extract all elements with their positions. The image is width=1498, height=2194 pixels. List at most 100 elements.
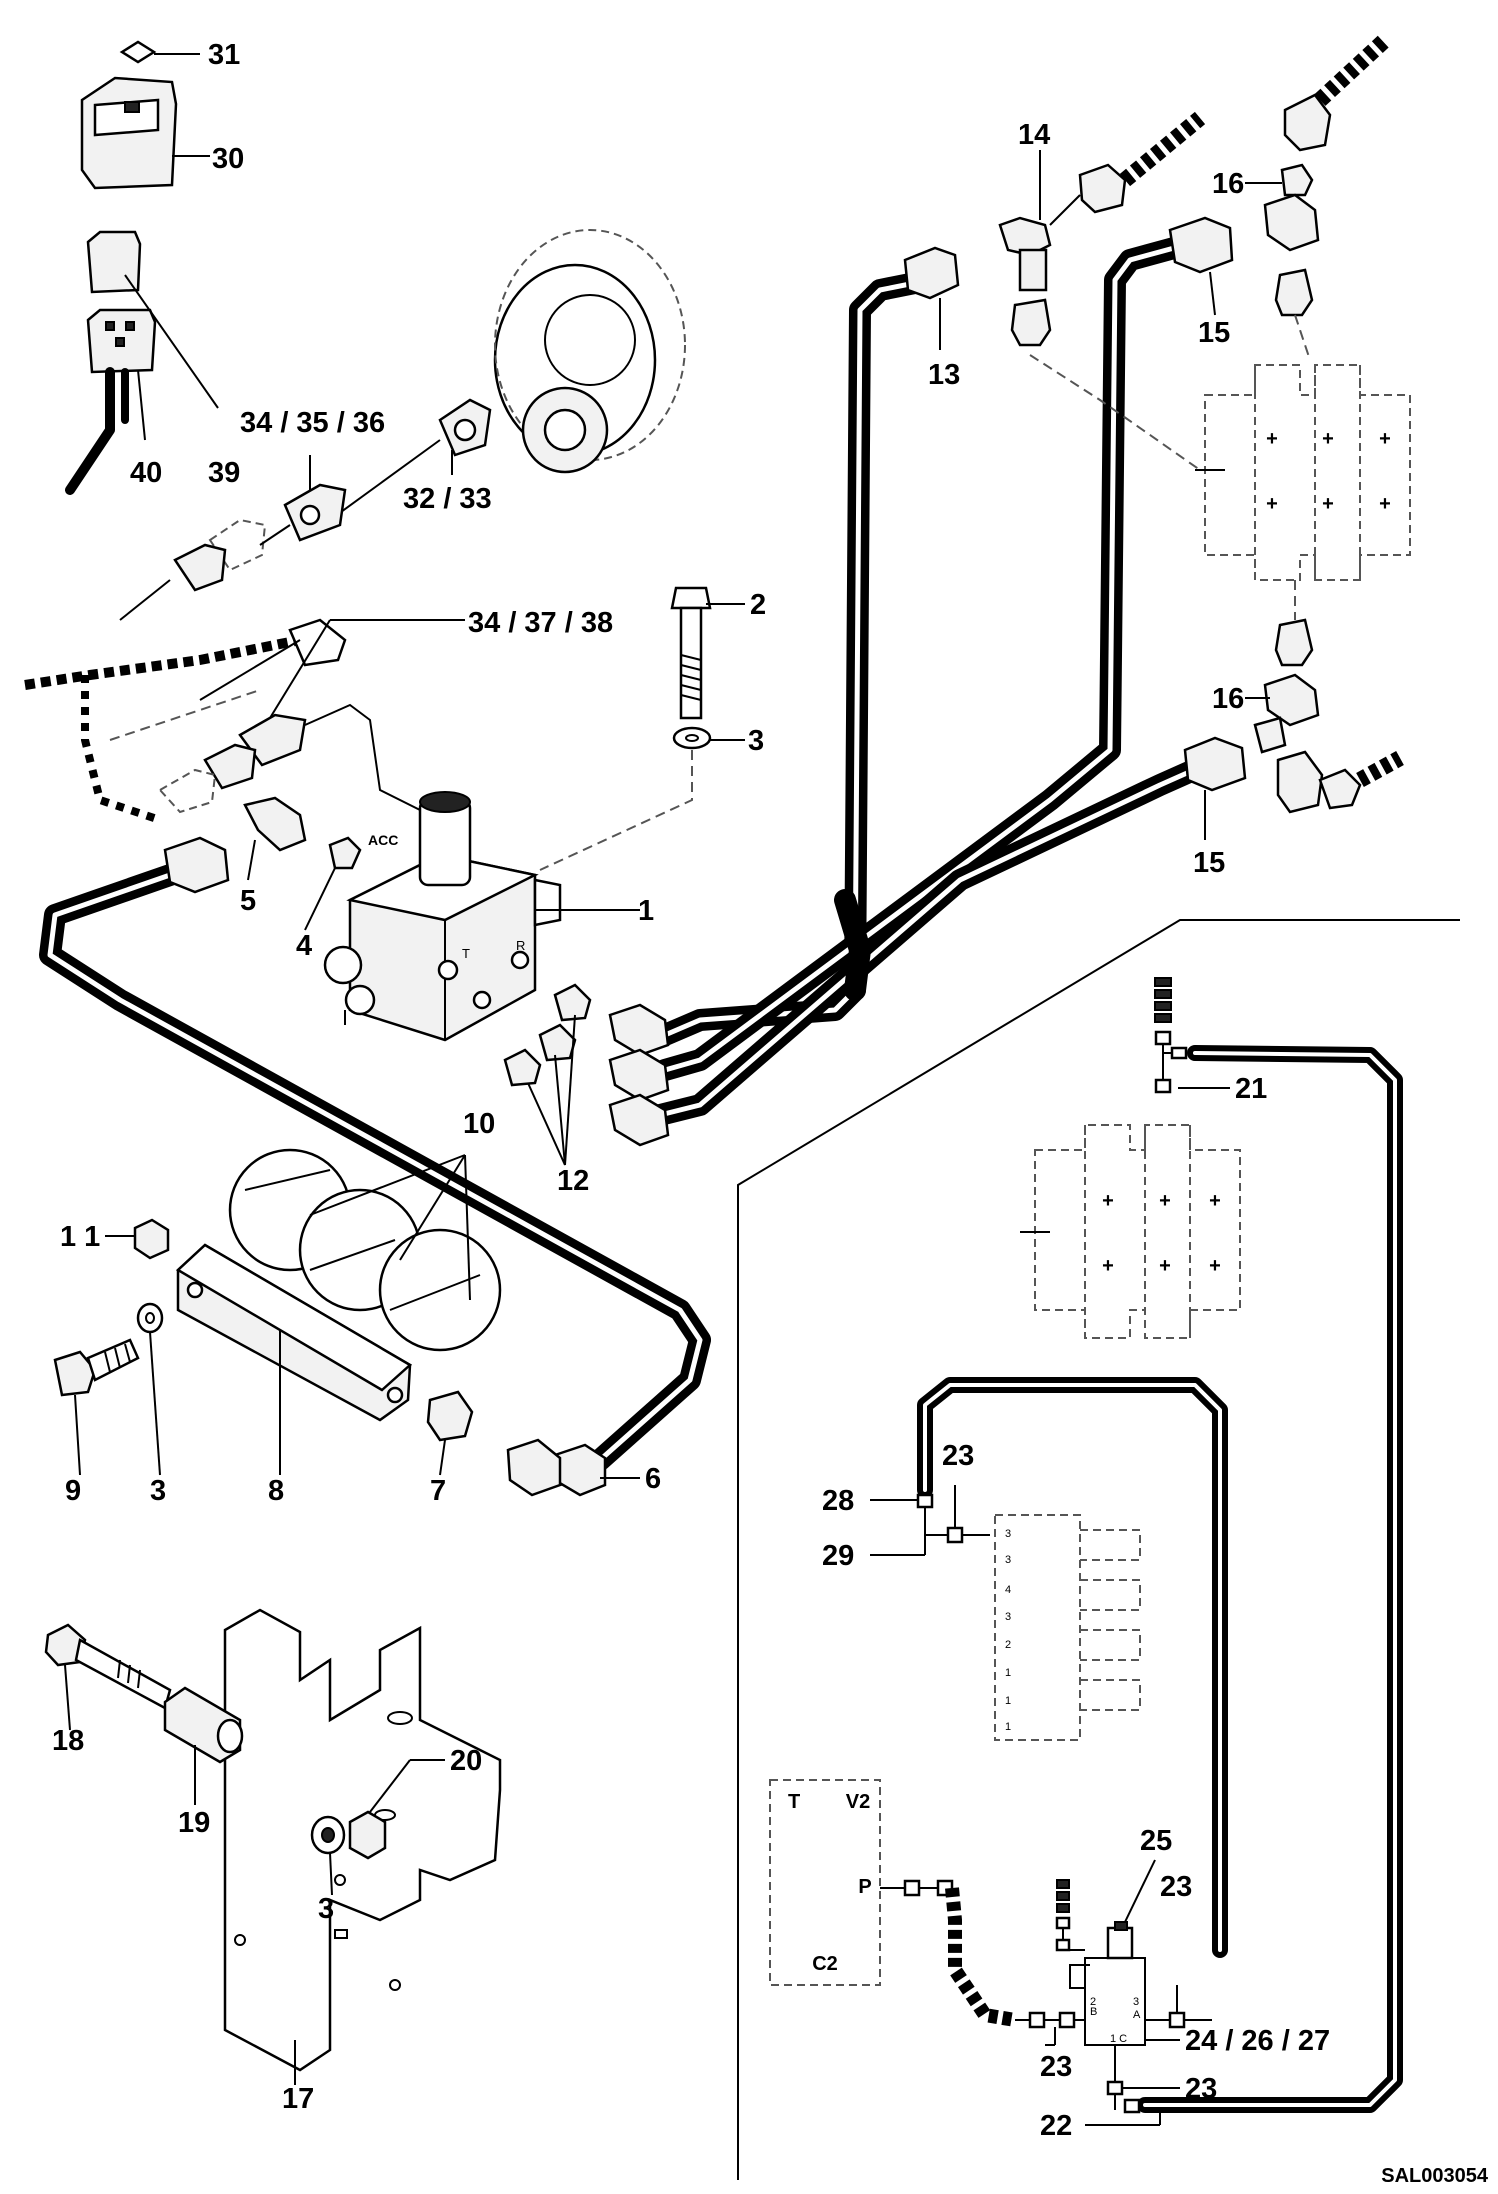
part-16-fittings-lower	[1245, 580, 1404, 814]
callout-12: 12	[557, 1165, 589, 1197]
callout-3-left: 3	[150, 1475, 166, 1507]
part-32-33-sensor	[329, 398, 492, 521]
callout-10: 10	[463, 1108, 495, 1140]
callout-17: 17	[282, 2083, 314, 2115]
drawing-code: SAL003054	[1381, 2165, 1489, 2187]
hose-15-upper	[654, 234, 1196, 1081]
svg-text:+: +	[1102, 1255, 1114, 1277]
schematic-hose-28	[917, 1377, 1228, 1958]
callout-13: 13	[928, 359, 960, 391]
callout-28: 28	[822, 1485, 854, 1517]
part-3-washer-top	[539, 726, 745, 871]
hose-15-lower	[649, 754, 1216, 1126]
callout-25: 25	[1140, 1825, 1172, 1857]
schematic-hose-21-22	[1137, 1045, 1403, 2113]
port-acc-label: ACC	[368, 832, 398, 848]
svg-text:3: 3	[1005, 1528, 1011, 1540]
callout-labels: 31 30 40 39 34 / 35 / 36 32 / 33 34 / 37…	[52, 39, 1330, 2142]
svg-text:+: +	[1266, 493, 1278, 515]
svg-text:+: +	[1322, 428, 1334, 450]
part-30-switch	[80, 76, 210, 190]
svg-text:1: 1	[1005, 1695, 1011, 1707]
part-40-socket	[65, 274, 219, 495]
callout-21: 21	[1235, 1073, 1267, 1105]
callout-23-right: 23	[1160, 1871, 1192, 1903]
svg-text:+: +	[1209, 1255, 1221, 1277]
port-p-label: P	[858, 1876, 871, 1898]
schematic-fittings-28-29-23	[870, 1485, 990, 1556]
manifold-outline-upper: + + + + + +	[1195, 364, 1411, 581]
part-3-washer-left	[136, 1302, 164, 1476]
svg-text:4: 4	[1005, 1584, 1011, 1596]
port-t-left-label: T	[788, 1791, 800, 1813]
part-31-clip	[119, 40, 200, 64]
part-3-washer-plate	[310, 1815, 346, 1896]
schematic-valve-24-26-27: 2 B 3 A 1 C	[1055, 1859, 1180, 2046]
callout-34-35-36: 34 / 35 / 36	[240, 407, 385, 439]
svg-text:2: 2	[1005, 1639, 1011, 1651]
part-19-spacer	[163, 1686, 244, 1805]
callout-34-37-38: 34 / 37 / 38	[468, 607, 613, 639]
part-12-fittings	[503, 983, 670, 1166]
part-4-fitting	[304, 836, 362, 931]
callout-3-top: 3	[748, 725, 764, 757]
callout-15-upper: 15	[1198, 317, 1230, 349]
port-t-label: T	[462, 946, 470, 961]
callout-31: 31	[208, 39, 240, 71]
svg-text:1 C: 1 C	[1110, 2033, 1127, 2045]
part-15-hose-end-lower	[1183, 736, 1247, 840]
part-13-hose-end	[903, 246, 960, 350]
svg-text:+: +	[1266, 428, 1278, 450]
callout-40: 40	[130, 457, 162, 489]
callout-16-lower: 16	[1212, 683, 1244, 715]
part-5-elbow	[243, 796, 307, 881]
svg-text:A: A	[1133, 2009, 1141, 2021]
svg-text:1: 1	[1005, 1721, 1011, 1733]
port-v2-label: V2	[846, 1791, 870, 1813]
callout-16-upper: 16	[1212, 168, 1244, 200]
callout-32-33: 32 / 33	[403, 483, 492, 515]
callout-39: 39	[208, 457, 240, 489]
callout-15-lower: 15	[1193, 847, 1225, 879]
callout-23-bottom-left: 23	[1040, 2051, 1072, 2083]
svg-text:+: +	[1159, 1255, 1171, 1277]
callout-18: 18	[52, 1725, 84, 1757]
callout-29: 29	[822, 1540, 854, 1572]
part-18-bolt	[44, 1623, 172, 1731]
svg-text:+: +	[1159, 1190, 1171, 1212]
callout-1: 1	[638, 895, 654, 927]
callout-6: 6	[645, 1463, 661, 1495]
schematic-dashed-hose	[945, 1887, 1017, 2027]
part-34-37-38-connector	[158, 619, 465, 814]
callout-24-26-27: 24 / 26 / 27	[1185, 2025, 1330, 2057]
part-39-relay	[86, 230, 142, 294]
callout-23-top: 23	[942, 1440, 974, 1472]
callout-23-bottom-right: 23	[1185, 2073, 1217, 2105]
callout-9: 9	[65, 1475, 81, 1507]
hose-6	[39, 836, 711, 1497]
svg-text:3: 3	[1133, 1996, 1139, 2008]
svg-text:3: 3	[1005, 1611, 1011, 1623]
schematic-top-fitting	[1154, 977, 1230, 1094]
svg-text:+: +	[1209, 1190, 1221, 1212]
svg-text:3: 3	[1005, 1554, 1011, 1566]
hose-13-lower	[834, 889, 871, 1001]
part-11-nut	[105, 1218, 170, 1260]
svg-text:B: B	[1090, 2006, 1097, 2018]
callout-7: 7	[430, 1475, 446, 1507]
part-16-fittings-upper	[1245, 34, 1391, 361]
callout-22: 22	[1040, 2110, 1072, 2142]
part-20-nut	[348, 1759, 445, 1860]
part-14-tee	[998, 111, 1206, 471]
part-2-bolt	[670, 586, 745, 720]
callout-5: 5	[240, 885, 256, 917]
svg-text:+: +	[1379, 428, 1391, 450]
schematic-fittings-23-bottom	[1015, 1985, 1212, 2126]
wire-harness	[24, 618, 347, 824]
callout-19: 19	[178, 1807, 210, 1839]
svg-text:+: +	[1102, 1190, 1114, 1212]
svg-text:+: +	[1379, 493, 1391, 515]
callout-4: 4	[296, 930, 312, 962]
callout-30: 30	[212, 143, 244, 175]
